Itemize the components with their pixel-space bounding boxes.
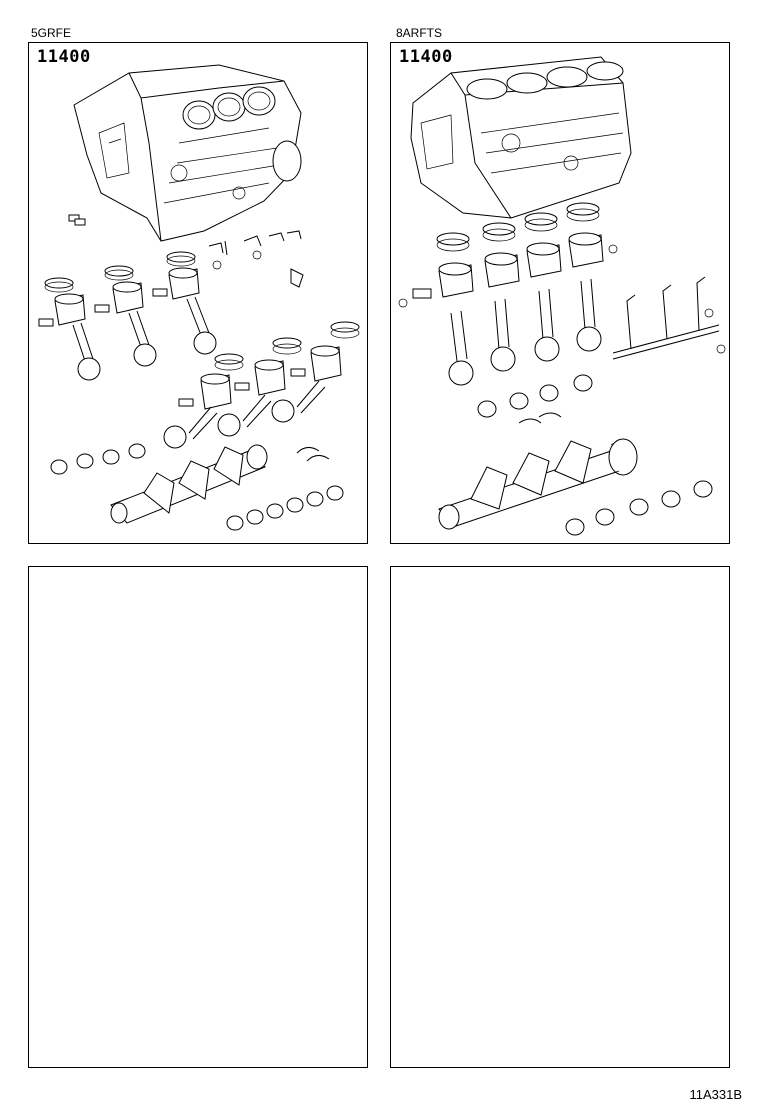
cylinder-block-icon xyxy=(73,64,302,242)
bolt-parts-icon xyxy=(68,214,304,288)
piston-rings-icon xyxy=(436,202,600,252)
panel-5grfe: 11400 xyxy=(28,42,368,544)
connecting-rod-icon xyxy=(163,380,326,449)
piston-icon xyxy=(178,345,342,410)
connecting-rod-icon xyxy=(72,296,217,381)
panel-empty-left xyxy=(28,566,368,1068)
engine-label-5grfe: 5GRFE xyxy=(31,26,72,40)
illustration-code: 11A331B xyxy=(689,1087,742,1102)
piston-rings-icon xyxy=(44,251,196,293)
connecting-rod-icon xyxy=(448,278,602,386)
part-number-label[interactable]: 11400 xyxy=(399,47,453,67)
crankshaft-icon xyxy=(438,438,638,530)
short-block-illustration-8arfts xyxy=(398,56,726,536)
panel-8arfts: 11400 xyxy=(390,42,730,544)
crankshaft-icon xyxy=(110,444,268,524)
bearing-shells-icon xyxy=(50,443,344,531)
piston-rings-icon xyxy=(214,321,360,371)
oil-jet-icon xyxy=(612,276,726,360)
part-number-label[interactable]: 11400 xyxy=(37,47,91,67)
piston-icon xyxy=(398,232,618,308)
panel-empty-right xyxy=(390,566,730,1068)
bearing-shells-icon xyxy=(477,374,713,536)
short-block-illustration-5grfe xyxy=(38,64,360,531)
engine-label-8arfts: 8ARFTS xyxy=(396,26,443,40)
cylinder-block-icon xyxy=(410,56,632,219)
piston-icon xyxy=(38,267,200,327)
